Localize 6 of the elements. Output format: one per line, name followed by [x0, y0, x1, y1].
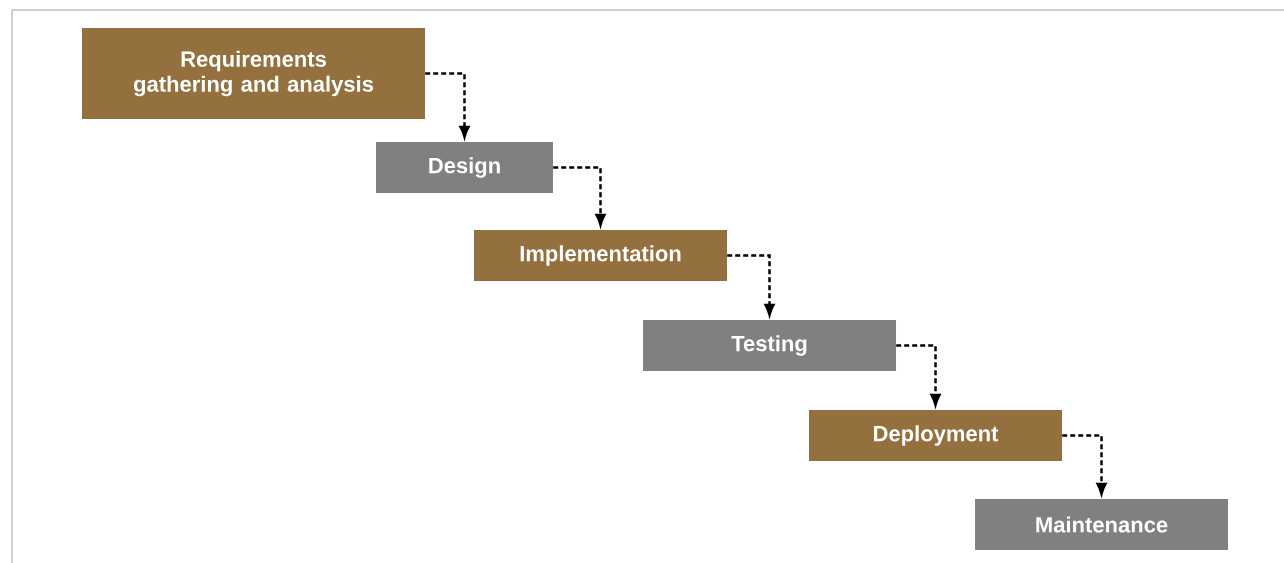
- process-box: Implementation: [474, 230, 727, 281]
- process-box: Requirements gathering and analysis: [82, 28, 425, 119]
- process-box: Design: [376, 142, 553, 193]
- process-box: Maintenance: [975, 499, 1228, 550]
- process-box: Deployment: [809, 410, 1062, 461]
- process-box: Testing: [643, 320, 896, 371]
